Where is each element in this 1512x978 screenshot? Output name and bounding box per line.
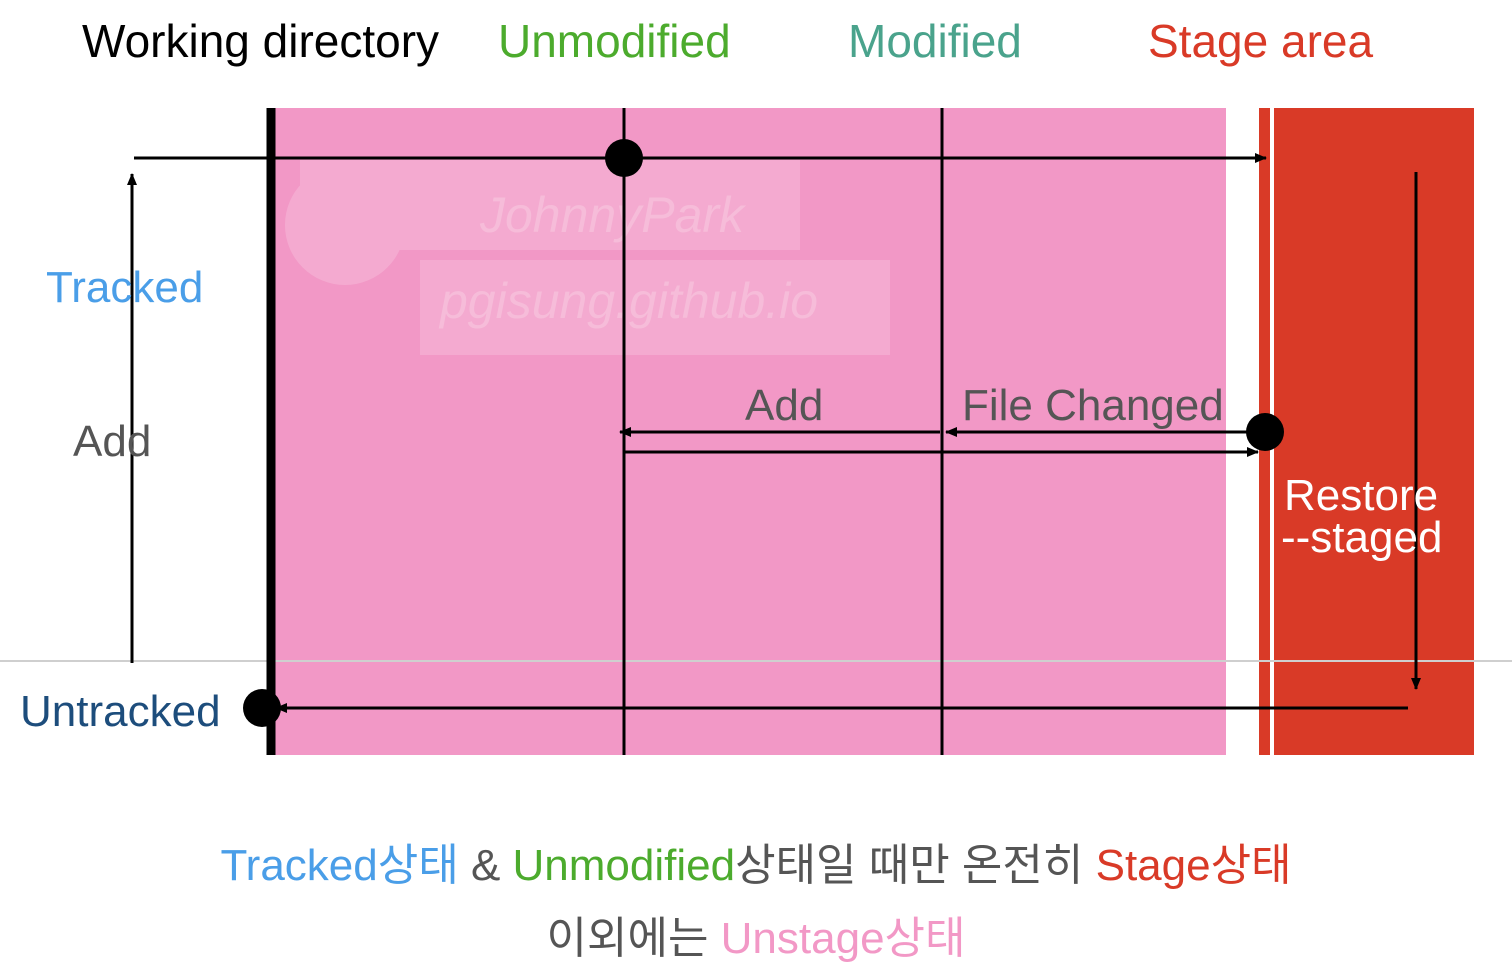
watermark	[285, 160, 890, 355]
label-staged-flag: --staged	[1281, 513, 1442, 562]
footer-line2: 이외에는 Unstage상태	[547, 914, 966, 963]
footer-line1: Tracked상태 & Unmodified상태일 때만 온전히 Stage상태	[220, 841, 1291, 890]
label-add-middle: Add	[745, 381, 823, 430]
label-file-changed: File Changed	[962, 381, 1224, 430]
footer-tracked-state: Tracked상태	[220, 841, 458, 890]
footer-stage-state: Stage상태	[1096, 841, 1292, 890]
footer-unstage-state: Unstage상태	[721, 914, 966, 963]
label-tracked: Tracked	[46, 263, 203, 312]
label-untracked: Untracked	[20, 687, 221, 736]
header-unmodified: Unmodified	[498, 15, 731, 67]
header-working-directory: Working directory	[82, 15, 439, 67]
footer-only-when: 상태일 때만 온전히	[735, 841, 1096, 890]
unmodified-node	[605, 139, 643, 177]
stage-region	[1274, 108, 1474, 755]
label-restore: Restore	[1284, 471, 1438, 520]
footer-otherwise: 이외에는	[547, 914, 721, 963]
header-modified: Modified	[848, 15, 1022, 67]
untracked-node	[243, 689, 281, 727]
label-add-left: Add	[73, 417, 151, 466]
footer-unmodified: Unmodified	[513, 841, 736, 890]
watermark-line2: pgisung.github.io	[438, 273, 818, 329]
watermark-line1: JohnnyPark	[479, 187, 747, 243]
footer-ampersand: &	[459, 841, 513, 890]
stage-node	[1246, 413, 1284, 451]
header-stage-area: Stage area	[1148, 15, 1373, 67]
